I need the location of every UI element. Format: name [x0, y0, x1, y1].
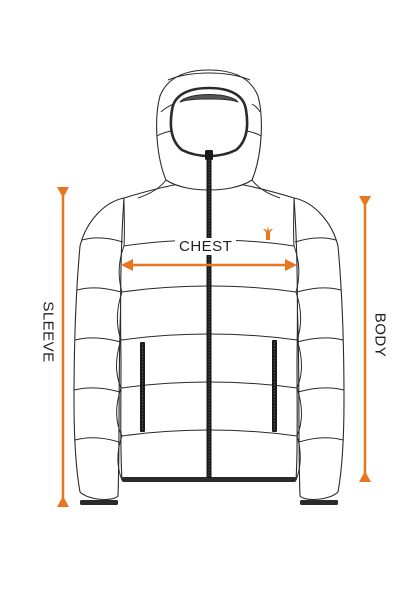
body-arrow-top	[359, 196, 371, 207]
right-pocket-zipper	[272, 340, 277, 432]
chest-measure-line	[121, 259, 297, 271]
right-cuff	[300, 500, 338, 505]
chest-arrow-right	[285, 259, 297, 271]
sleeve-label: SLEEVE	[39, 301, 57, 363]
left-cuff	[80, 500, 118, 505]
zipper-pull	[205, 150, 213, 160]
sleeve-arrow-top	[57, 187, 69, 198]
center-zipper	[205, 150, 213, 478]
sleeve-measure-line	[57, 187, 69, 507]
body-measure-line	[359, 196, 371, 482]
chest-label: CHEST	[175, 238, 237, 255]
sleeve-arrow-bottom	[57, 496, 69, 507]
hem-and-cuffs	[80, 477, 338, 505]
left-sleeve	[73, 197, 125, 501]
hood-lining	[179, 94, 239, 103]
right-sleeve	[293, 197, 345, 501]
chest-arrow-left	[121, 259, 133, 271]
pocket-zippers	[140, 340, 277, 432]
body-label: BODY	[371, 312, 389, 358]
hem-band	[122, 477, 296, 482]
body-arrow-bottom	[359, 471, 371, 482]
hood-opening	[169, 86, 249, 158]
stag-icon	[263, 226, 273, 240]
